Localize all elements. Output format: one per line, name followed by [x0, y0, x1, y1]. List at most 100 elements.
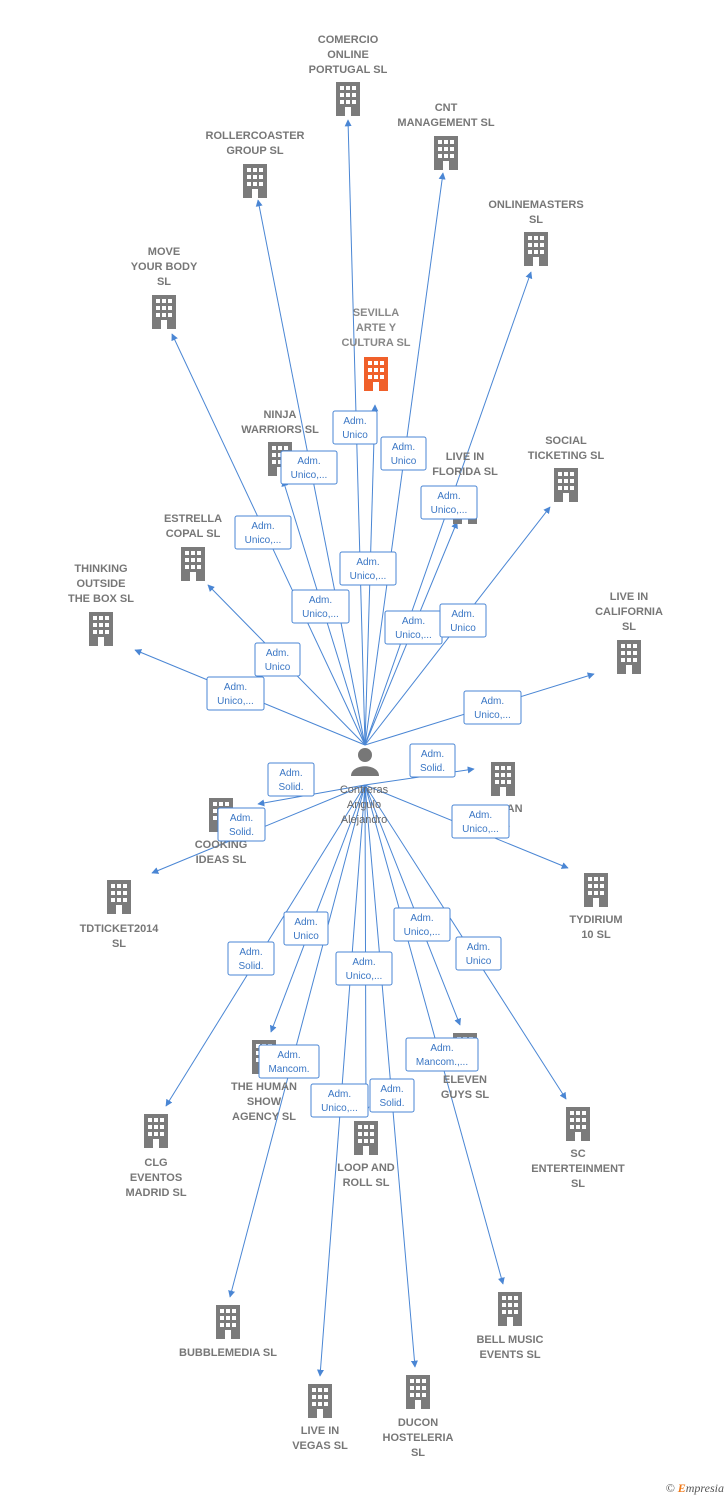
- role-badge-live-in-vegas[interactable]: Adm.Unico,...: [310, 1083, 369, 1118]
- role-text-line: Mancom.: [268, 1064, 309, 1075]
- role-badge-frame: [283, 911, 329, 946]
- role-badge-onlinemasters[interactable]: Adm.Unico,...: [339, 551, 397, 586]
- role-badge-rollercoaster-group[interactable]: Adm.Unico,...: [234, 515, 292, 550]
- role-text-line: Unico,...: [395, 630, 432, 641]
- role-badge-social-ticketing[interactable]: Adm.Unico: [439, 603, 487, 638]
- role-badge-frame: [217, 807, 266, 842]
- role-badge-live-in-florida[interactable]: Adm.Unico,...: [420, 485, 478, 520]
- role-badge-clg-eventos-madrid[interactable]: Adm.Solid.: [227, 941, 275, 976]
- company-node-sevilla-arte-y-cultura[interactable]: SEVILLA ARTE Y CULTURA SL: [341, 307, 411, 391]
- building-icon: [406, 1375, 430, 1409]
- role-badge-cnt-management[interactable]: Adm.Unico: [380, 436, 427, 471]
- company-name-line: ARTE Y: [356, 322, 397, 334]
- empresia-logo-initial: E: [677, 1481, 686, 1495]
- role-badge-frame: [369, 1078, 415, 1113]
- company-name-line: NINJA: [263, 409, 296, 421]
- role-text-line: Unico,...: [404, 927, 441, 938]
- role-badge-the-human-show-agency[interactable]: Adm.Unico: [283, 911, 329, 946]
- company-name-line: ROLLERCOASTER: [206, 130, 305, 142]
- role-badge-tydirium-10[interactable]: Adm. Unico,...: [451, 804, 510, 839]
- role-badge-estrella-copal[interactable]: Adm.Unico: [254, 642, 301, 677]
- role-text-line: Adm.: [469, 810, 492, 821]
- role-badge-ducon-hosteleria[interactable]: Adm.Solid.: [369, 1078, 415, 1113]
- role-text-line: Unico,...: [474, 710, 511, 721]
- role-text-line: Adm.: [430, 1043, 453, 1054]
- role-badge-frame: [258, 1044, 320, 1079]
- company-name-line: OUTSIDE: [77, 578, 126, 590]
- company-name-line: TYDIRIUM: [569, 914, 622, 926]
- role-badge-bubblemedia[interactable]: Adm.Mancom.: [258, 1044, 320, 1079]
- person-icon-head: [358, 748, 372, 762]
- role-badge-vegan[interactable]: Adm.Solid.: [409, 743, 456, 778]
- company-name-line: EVENTOS: [130, 1172, 182, 1184]
- edge-ducon-hosteleria: [364, 784, 418, 1368]
- role-badge-sc-enterteinment[interactable]: Adm.Unico: [455, 936, 502, 971]
- person-name-line: Alejandro: [341, 814, 387, 826]
- company-name-line: MOVE: [148, 246, 180, 258]
- role-badge-frame: [206, 676, 265, 711]
- role-badge-frame: [451, 804, 510, 839]
- role-text-line: Unico,...: [321, 1103, 358, 1114]
- building-icon: [434, 136, 458, 170]
- role-badge-comercio-online-portugal[interactable]: Adm.Unico: [332, 410, 378, 445]
- company-name-line: IDEAS SL: [196, 854, 247, 866]
- role-text-line: Solid.: [229, 827, 254, 838]
- role-text-line: Adm.: [352, 957, 375, 968]
- copyright-icon: ©: [665, 1481, 675, 1495]
- role-badge-frame: [310, 1083, 369, 1118]
- role-text-line: Adm.: [266, 648, 289, 659]
- role-badge-cooking-ideas[interactable]: Adm.Solid.: [217, 807, 266, 842]
- role-text-line: Unico,...: [217, 696, 254, 707]
- role-badge-thinking-outside-the-box[interactable]: Adm.Unico,...: [206, 676, 265, 711]
- role-text-line: Adm.: [297, 456, 320, 467]
- role-badge-frame: [339, 551, 397, 586]
- company-name-line: LIVE IN: [446, 451, 485, 463]
- role-badge-sevilla-arte-y-cultura[interactable]: Adm.Unico,...: [384, 610, 443, 645]
- company-name-line: SL: [622, 621, 636, 633]
- role-badge-ninja-warriors[interactable]: Adm.Unico,...: [280, 450, 338, 485]
- role-badge-eleven-guys[interactable]: Adm.Unico,...: [393, 907, 451, 942]
- role-badge-frame: [227, 941, 275, 976]
- company-node-bubblemedia[interactable]: BUBBLEMEDIA SL: [179, 1305, 277, 1359]
- role-badge-frame: [380, 436, 427, 471]
- role-badge-loop-and-roll[interactable]: Adm.Unico,...: [335, 951, 393, 986]
- building-icon: [336, 82, 360, 116]
- role-badge-tdticket2014[interactable]: Adm.Solid.: [267, 762, 315, 797]
- company-name-line: SEVILLA: [353, 307, 400, 319]
- role-badge-frame: [409, 743, 456, 778]
- role-badge-live-in-california[interactable]: Adm.Unico,...: [463, 690, 522, 725]
- role-text-line: Adm.: [392, 442, 415, 453]
- role-text-line: Unico,...: [245, 535, 282, 546]
- role-text-line: Unico,...: [462, 824, 499, 835]
- role-badge-move-your-body[interactable]: Adm.Unico,...: [291, 589, 350, 624]
- company-name-line: CULTURA SL: [341, 337, 410, 349]
- company-name-line: MADRID SL: [125, 1187, 186, 1199]
- footer-brand[interactable]: © Empresia: [666, 1481, 724, 1496]
- role-badge-bell-music-events[interactable]: Adm.Mancom.,...: [405, 1037, 479, 1072]
- company-name-line: LIVE IN: [610, 591, 649, 603]
